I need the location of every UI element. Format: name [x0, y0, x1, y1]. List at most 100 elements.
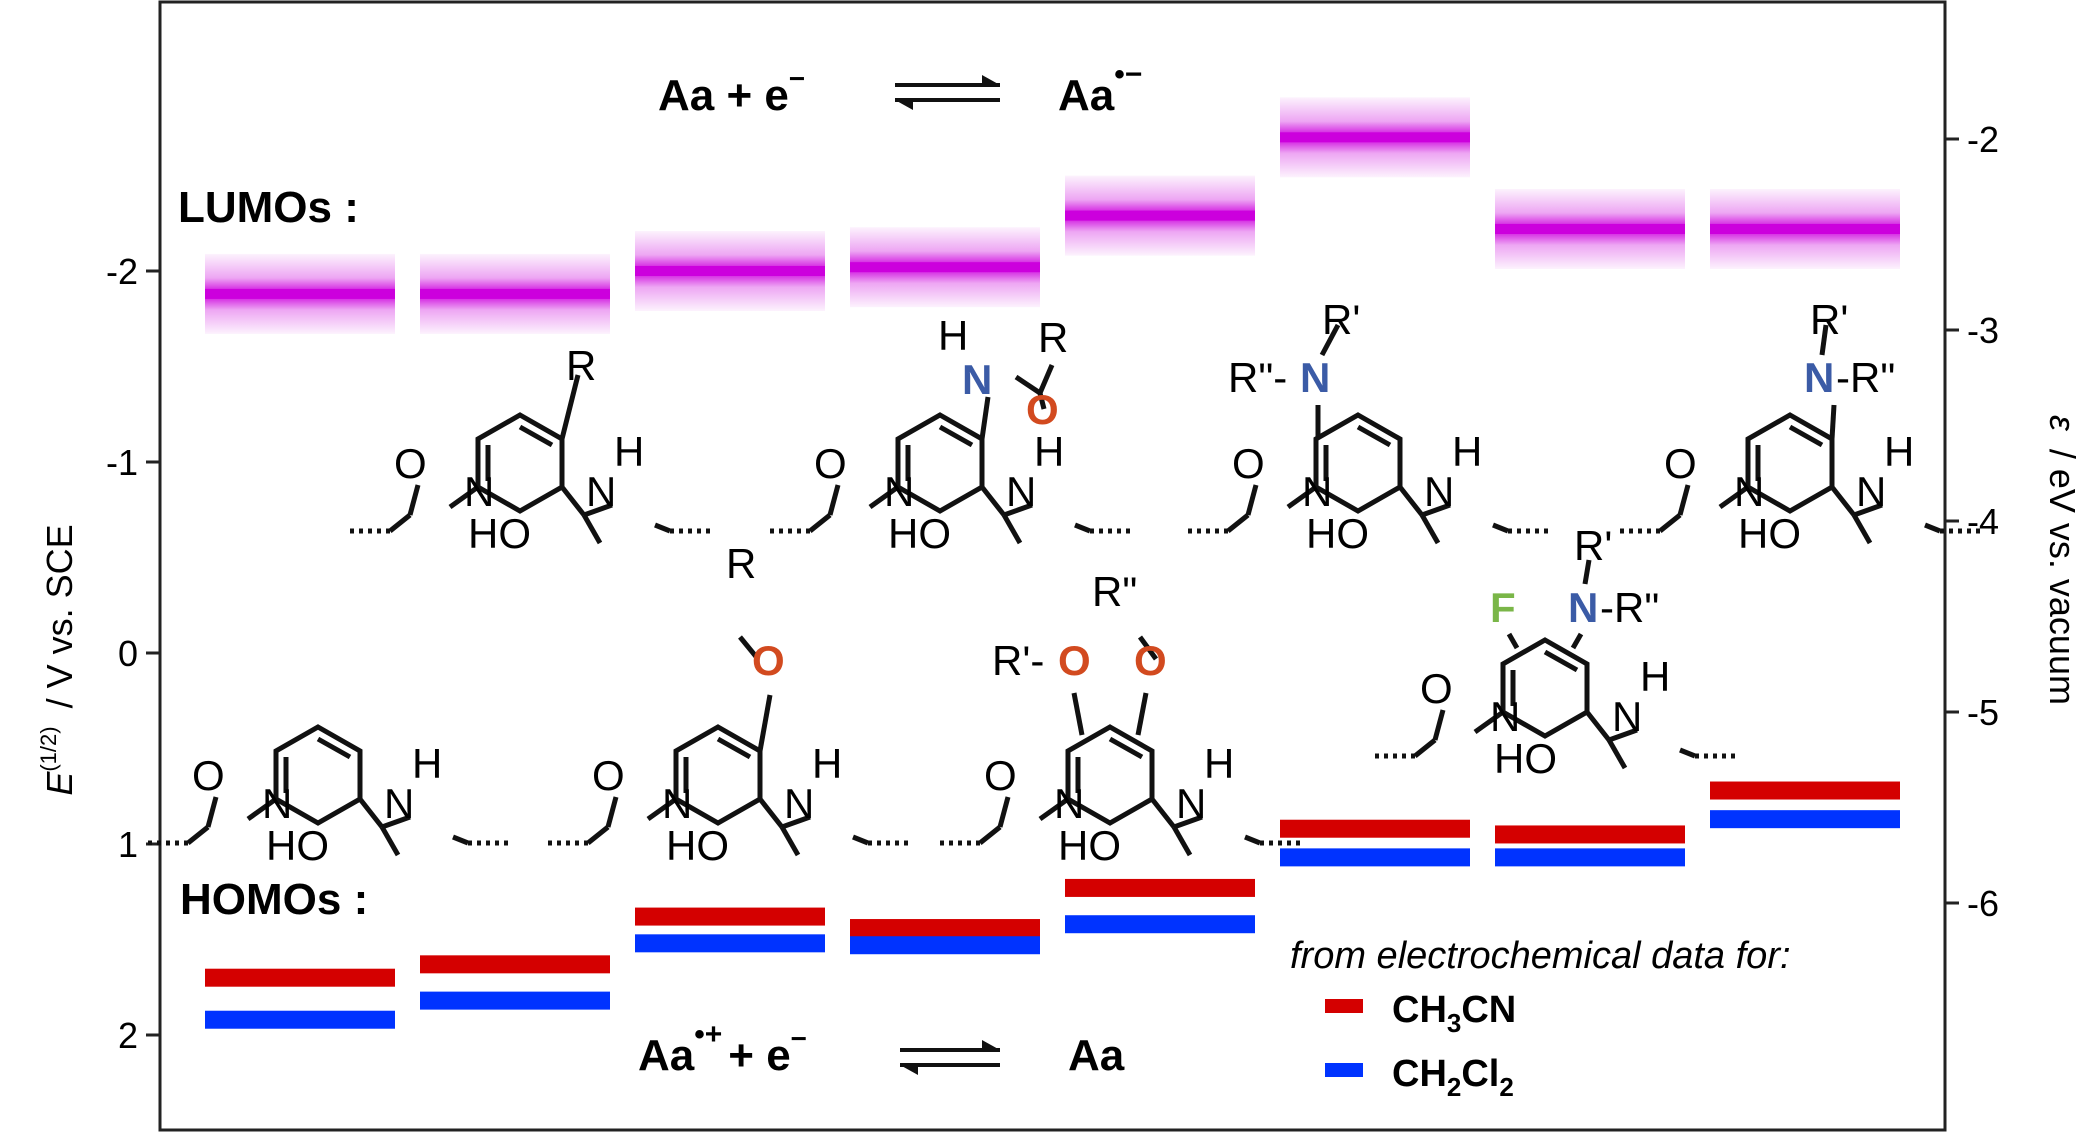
svg-text:N: N [1054, 780, 1084, 827]
svg-text:N: N [1856, 468, 1886, 515]
svg-text:Aa•++ e−: Aa•++ e− [638, 1018, 807, 1080]
left-tick-label: 0 [118, 633, 138, 674]
right-tick-label: -2 [1967, 119, 1999, 160]
svg-text:N: N [464, 468, 494, 515]
homo-ch3cn-bar [1280, 819, 1470, 838]
legend: from electrochemical data for: CH3CN CH2… [1290, 935, 1791, 1102]
homo-ch2cl2-bar [1065, 915, 1255, 934]
homo-ch3cn-bar [850, 919, 1040, 938]
svg-text:R: R [1038, 314, 1068, 361]
svg-text:H: H [1452, 428, 1482, 475]
svg-text:R'-: R'- [992, 637, 1044, 684]
svg-text:N: N [1612, 693, 1642, 740]
left-tick-label: 2 [118, 1015, 138, 1056]
svg-text:R: R [726, 540, 756, 587]
lumo-line [1065, 210, 1255, 221]
right-tick-label: -5 [1967, 692, 1999, 733]
svg-text:H: H [812, 740, 842, 787]
svg-text:O: O [1420, 665, 1453, 712]
reduction-equation: Aa + e− Aa•− [658, 58, 1142, 120]
homo-ch3cn-bar [205, 968, 395, 987]
svg-text:H: H [1034, 428, 1064, 475]
legend-swatch-ch2cl2 [1325, 1063, 1363, 1077]
svg-text:R"-: R"- [1228, 354, 1287, 401]
lumo-line [1710, 223, 1900, 234]
lumo-line [1495, 223, 1685, 234]
left-tick-label: 1 [118, 824, 138, 865]
svg-text:HO: HO [1058, 822, 1121, 869]
svg-text:N: N [1006, 468, 1036, 515]
svg-text:O: O [1664, 440, 1697, 487]
svg-text:R: R [566, 342, 596, 389]
homo-ch3cn-bar [635, 907, 825, 926]
svg-text:O: O [814, 440, 847, 487]
homo-ch3cn-bar [1710, 781, 1900, 800]
reduction-rhs: Aa [1058, 71, 1115, 120]
right-axis-label: ε/ eV vs. vacuum [2042, 415, 2083, 705]
svg-text:O: O [592, 752, 625, 799]
homo-ch3cn-bar [420, 955, 610, 974]
chemical-structures [148, 323, 1980, 857]
homo-ch2cl2-bar [1710, 810, 1900, 829]
svg-text:N: N [884, 468, 914, 515]
homo-ch3cn-bar [1495, 825, 1685, 844]
svg-text:H: H [1640, 653, 1670, 700]
right-axis: -2-3-4-5-6 [1945, 119, 1999, 924]
svg-text:O: O [1026, 386, 1059, 433]
svg-text:N: N [1804, 354, 1834, 401]
svg-text:R': R' [1810, 296, 1848, 343]
svg-text:N: N [586, 468, 616, 515]
energy-levels [205, 97, 1900, 1029]
homo-ch2cl2-bar [1495, 848, 1685, 867]
svg-text:N: N [1734, 468, 1764, 515]
homo-ch2cl2-bar [635, 934, 825, 953]
svg-text:R': R' [1322, 296, 1360, 343]
homo-ch2cl2-bar [850, 936, 1040, 955]
svg-text:HO: HO [1494, 735, 1557, 782]
oxidation-lhs: Aa [638, 1031, 695, 1080]
svg-text:F: F [1490, 584, 1516, 631]
structure-amine-right [1620, 324, 1980, 545]
svg-text:HO: HO [666, 822, 729, 869]
legend-entry-ch2cl2: CH2Cl2 [1392, 1053, 1514, 1102]
svg-text:N: N [1490, 693, 1520, 740]
svg-text:O: O [752, 637, 785, 684]
svg-text:O: O [984, 752, 1017, 799]
svg-text:HO: HO [1306, 510, 1369, 557]
svg-text:N: N [962, 356, 992, 403]
right-tick-label: -6 [1967, 883, 1999, 924]
svg-text:N: N [262, 780, 292, 827]
svg-text:N: N [384, 780, 414, 827]
svg-text:N: N [662, 780, 692, 827]
left-axis-label: E(1/2)/ V vs. SCE [36, 524, 80, 795]
svg-text:HO: HO [888, 510, 951, 557]
svg-text:O: O [394, 440, 427, 487]
svg-text:H: H [614, 428, 644, 475]
plot-frame [158, 0, 1947, 1132]
structure-fluoro-amine [1375, 559, 1735, 770]
svg-text:N: N [1302, 468, 1332, 515]
svg-text:O: O [1058, 637, 1091, 684]
svg-text:O: O [1134, 637, 1167, 684]
svg-text:N: N [1176, 780, 1206, 827]
structure-amine [1188, 323, 1548, 545]
homo-ch2cl2-bar [205, 1010, 395, 1029]
svg-text:N: N [1568, 584, 1598, 631]
lumo-line [205, 288, 395, 299]
structure-r [350, 374, 710, 545]
lumo-line [1280, 132, 1470, 143]
homo-ch2cl2-bar [420, 991, 610, 1010]
structure-or [548, 635, 908, 857]
structure-dior [940, 635, 1300, 857]
lumo-line [635, 266, 825, 276]
svg-text:H: H [938, 312, 968, 359]
svg-text:O: O [192, 752, 225, 799]
lumo-line [850, 262, 1040, 273]
structure-atom-labels: O N HO N H R O N HO N H R O O N HO N H H… [192, 296, 1914, 869]
svg-text:HO: HO [468, 510, 531, 557]
svg-text:-R": -R" [1836, 354, 1895, 401]
homo-ch2cl2-bar [1280, 848, 1470, 867]
svg-text:-R": -R" [1600, 584, 1659, 631]
